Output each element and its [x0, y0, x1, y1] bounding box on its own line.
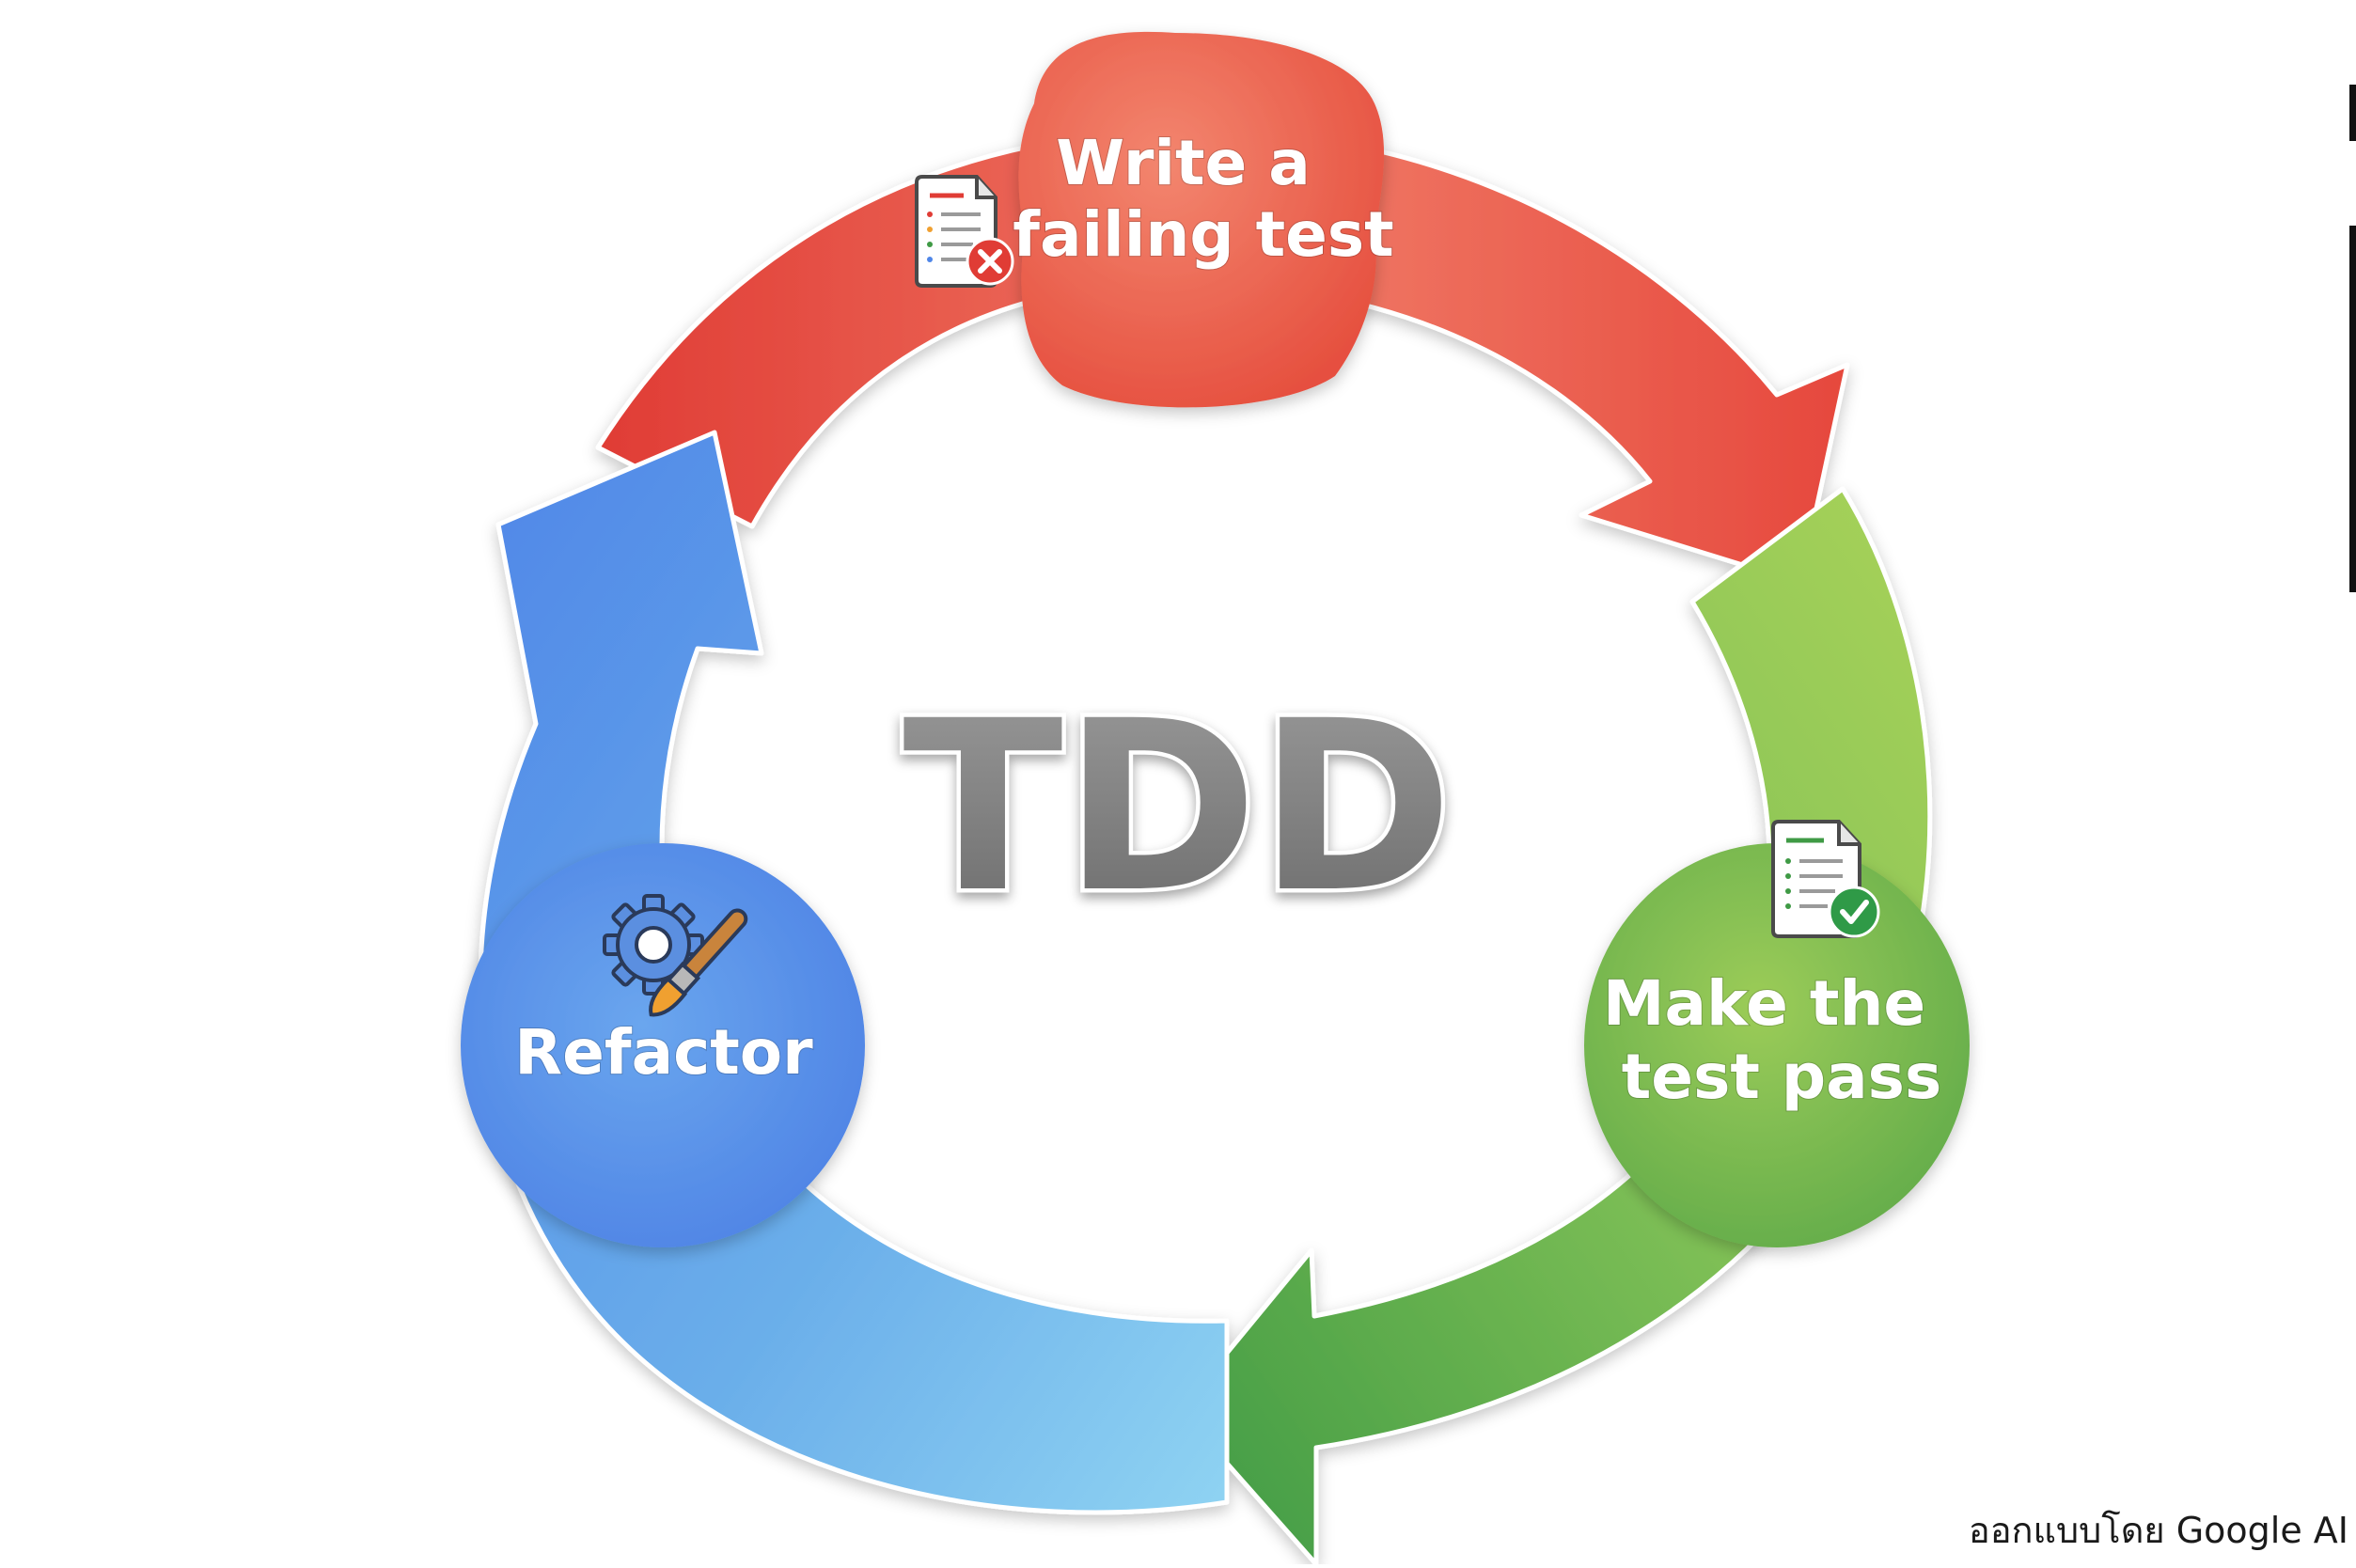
stage-nodes	[461, 31, 1970, 1247]
label-write-line-2: failing test	[1013, 198, 1393, 271]
label-pass-line-1: Make the	[1603, 967, 1925, 1040]
gear-brush-icon	[603, 894, 748, 1017]
document-error-icon	[915, 175, 1014, 288]
label-make-test-pass: Make the test pass	[1603, 967, 1947, 1113]
center-title: TDD	[903, 670, 1453, 944]
label-refactor-line-1: Refactor	[514, 1016, 813, 1089]
node-refactor	[461, 843, 865, 1247]
label-write-failing-test: Write a failing test	[1013, 127, 1393, 271]
label-write-line-1: Write a	[1056, 127, 1311, 199]
right-edge-bar	[2349, 85, 2356, 592]
node-make-test-pass	[1584, 843, 1970, 1247]
node-write-failing-test	[1018, 31, 1385, 408]
right-edge-bar-gap	[2349, 141, 2356, 226]
label-refactor: Refactor	[514, 1016, 813, 1089]
credit-text: ออกแบบโดย Google AI	[1968, 1510, 2348, 1551]
document-check-icon	[1771, 820, 1880, 938]
label-pass-line-2: test pass	[1622, 1041, 1941, 1113]
